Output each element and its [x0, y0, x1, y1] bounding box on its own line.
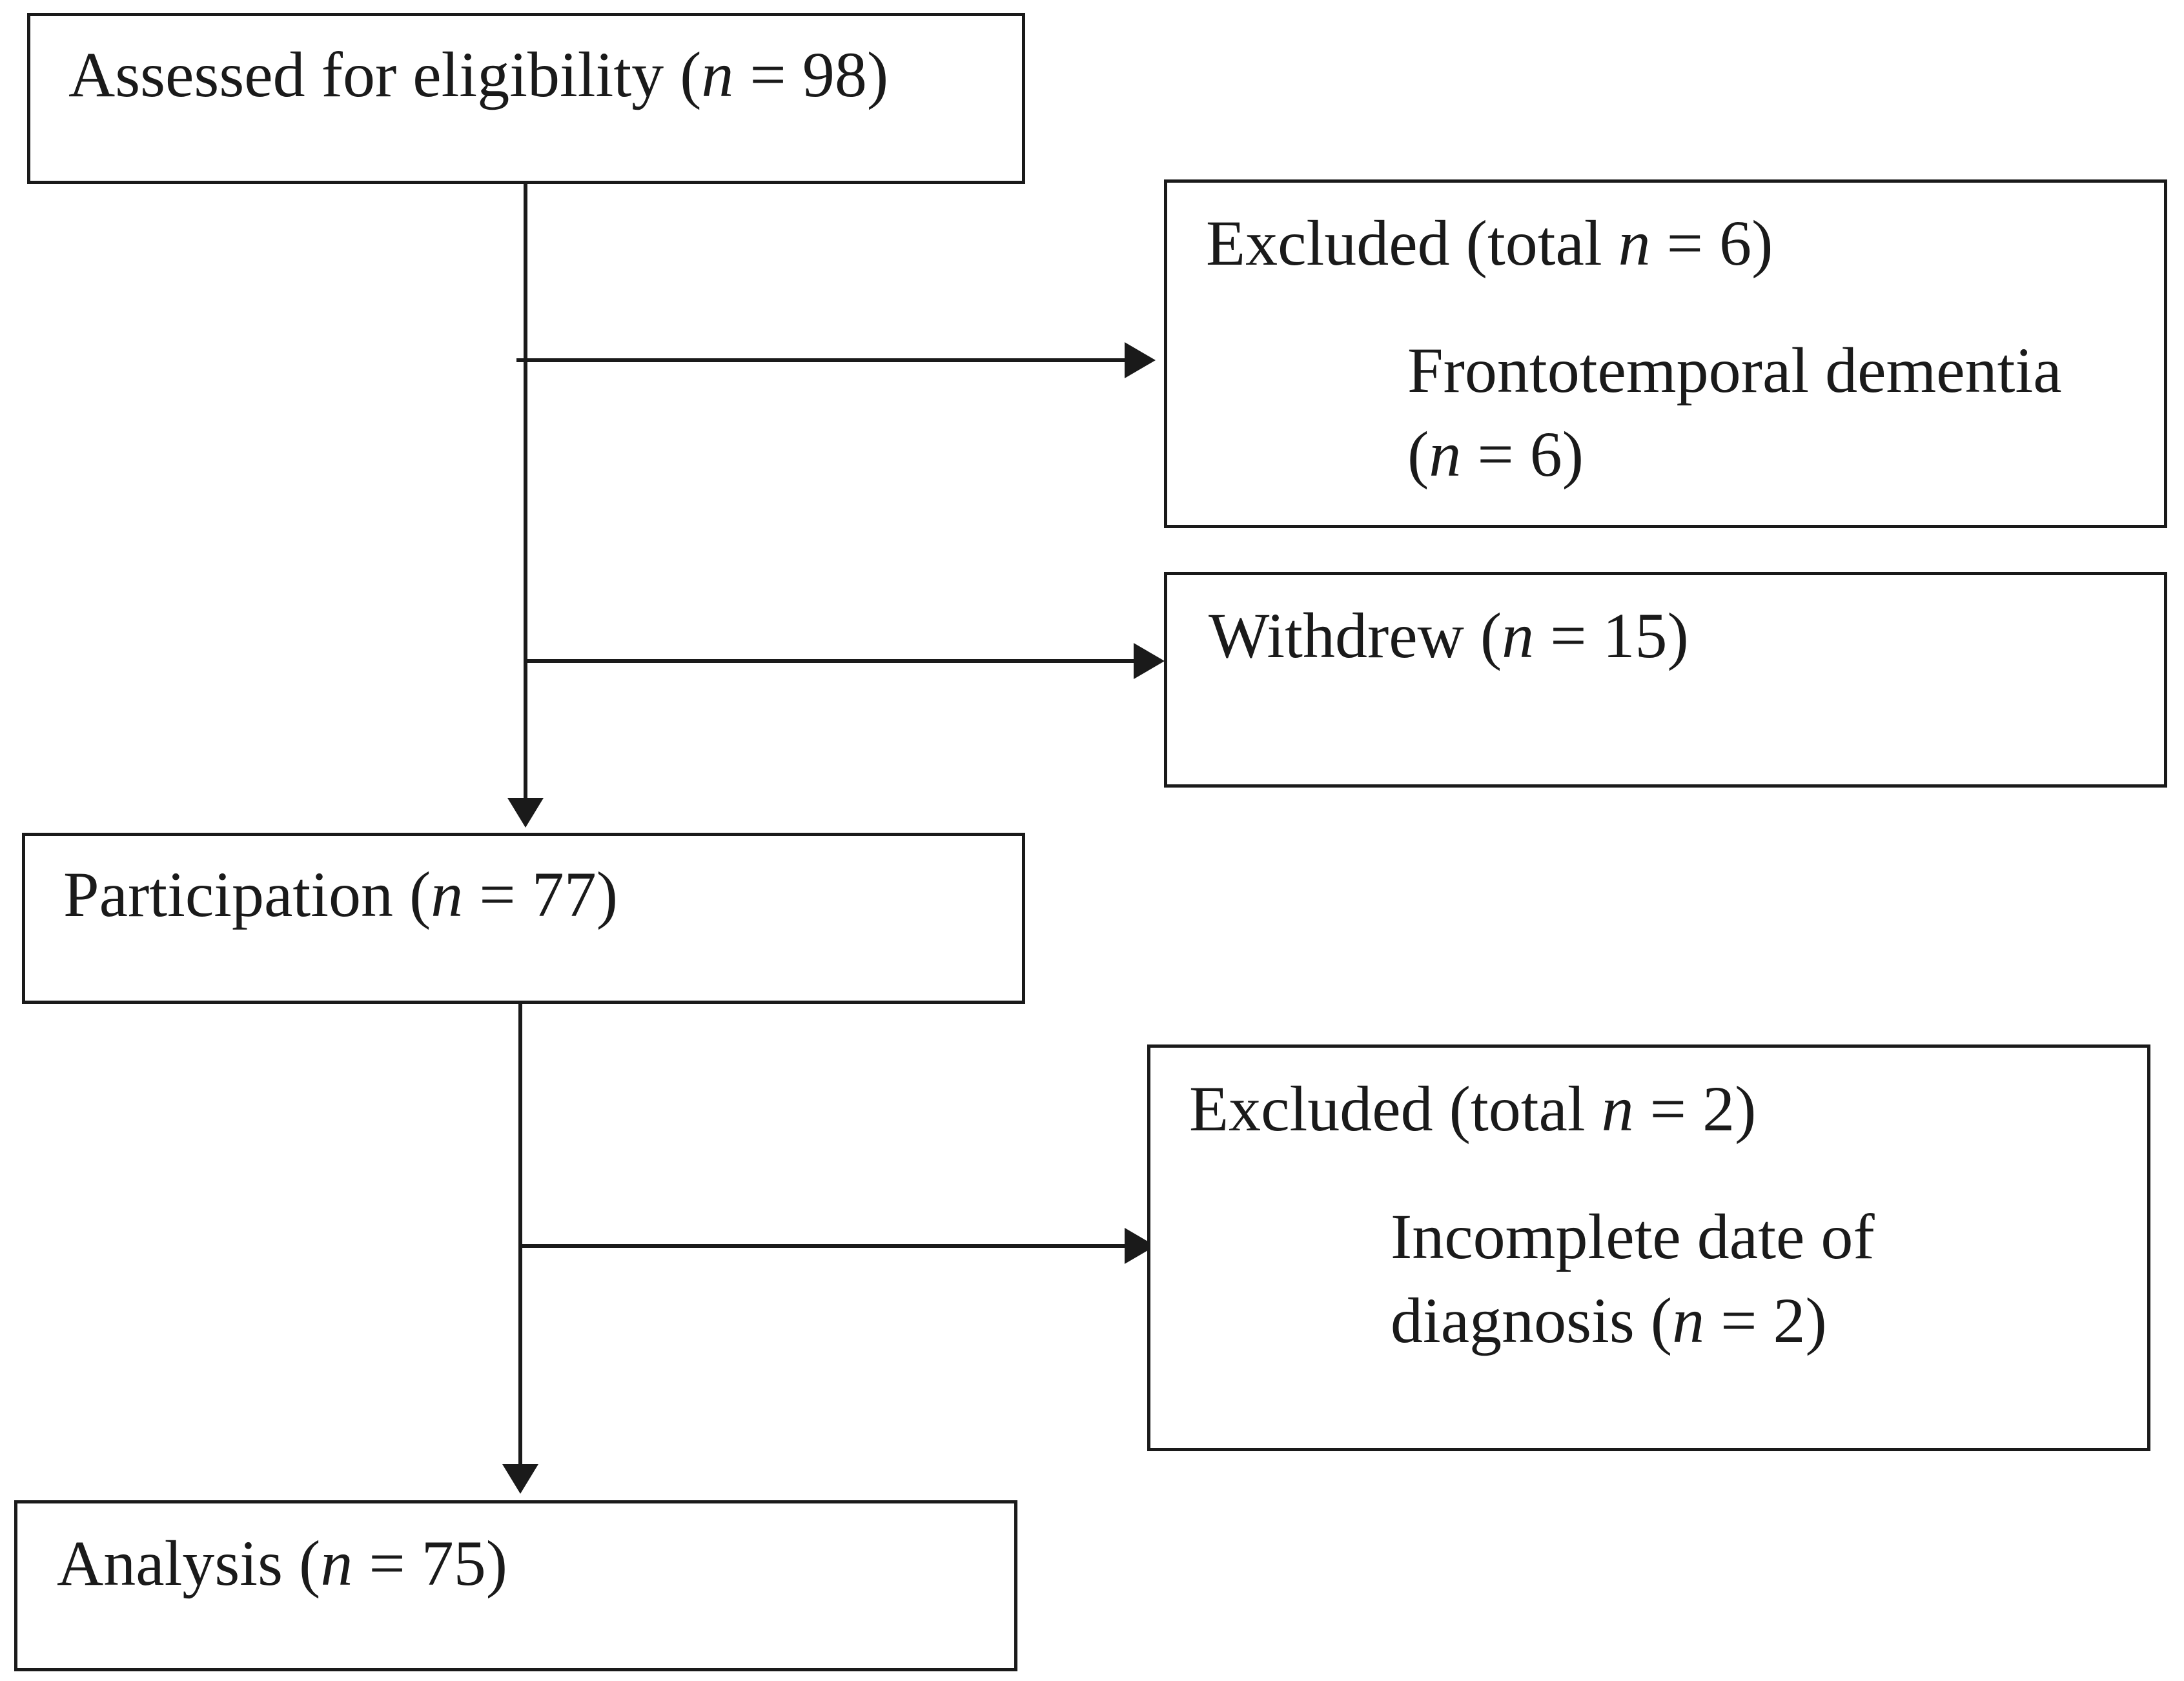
withdrew-value: = 15) — [1534, 600, 1689, 671]
analysis-n-symbol: n — [320, 1527, 353, 1599]
assessed-n-symbol: n — [701, 39, 734, 110]
arrowhead-to-participation — [507, 798, 544, 828]
excluded-1-reason-line1: Frontotemporal dementia — [1407, 334, 2062, 406]
assessed-value: = 98) — [733, 39, 889, 110]
assessed-label: Assessed for eligibility ( — [68, 39, 702, 110]
withdrew-label: Withdrew ( — [1209, 600, 1502, 671]
analysis-box — [14, 1500, 1017, 1671]
excluded-1-title: Excluded (total n = 6) — [1206, 211, 1773, 276]
withdrew-text: Withdrew (n = 15) — [1209, 604, 1689, 668]
analysis-text: Analysis (n = 75) — [57, 1531, 507, 1596]
excluded-1-reason-n-symbol: n — [1429, 418, 1462, 490]
excluded-2-reason-line1: Incomplete date of — [1391, 1201, 1875, 1272]
withdrew-box — [1164, 572, 2167, 788]
arrowhead-to-withdrew — [1134, 643, 1165, 679]
assessed-box — [27, 13, 1025, 184]
excluded-1-title-value: = 6) — [1650, 207, 1773, 279]
arrowhead-to-analysis — [502, 1464, 538, 1494]
excluded-box-2 — [1147, 1044, 2150, 1451]
excluded-2-n-symbol: n — [1601, 1073, 1634, 1145]
excluded-2-title-value: = 2) — [1633, 1073, 1757, 1145]
arrowhead-to-excluded-1 — [1125, 342, 1156, 378]
analysis-label: Analysis ( — [57, 1527, 321, 1599]
excluded-1-reason-line2: (n = 6) — [1407, 422, 1584, 487]
participation-text: Participation (n = 77) — [63, 862, 618, 927]
participation-n-symbol: n — [431, 859, 464, 930]
excluded-2-reason-value: = 2) — [1704, 1285, 1827, 1356]
withdrew-n-symbol: n — [1502, 600, 1535, 671]
excluded-1-n-symbol: n — [1618, 207, 1651, 279]
excluded-box-1 — [1164, 179, 2167, 528]
excluded-2-reason-line2: diagnosis (n = 2) — [1391, 1289, 1827, 1353]
excluded-1-reason-value: = 6) — [1461, 418, 1584, 490]
participation-label: Participation ( — [63, 859, 431, 930]
excluded-2-title: Excluded (total n = 2) — [1189, 1077, 1756, 1141]
participation-box — [22, 833, 1025, 1004]
excluded-1-reason-open: ( — [1407, 418, 1429, 490]
excluded-2-title-label: Excluded (total — [1189, 1073, 1602, 1145]
excluded-2-reason-label: diagnosis ( — [1391, 1285, 1673, 1356]
arrowhead-to-excluded-2 — [1125, 1228, 1156, 1264]
excluded-1-title-label: Excluded (total — [1206, 207, 1618, 279]
assessed-text: Assessed for eligibility (n = 98) — [68, 43, 888, 107]
analysis-value: = 75) — [352, 1527, 508, 1599]
participation-value: = 77) — [463, 859, 618, 930]
excluded-2-reason-n-symbol: n — [1672, 1285, 1705, 1356]
